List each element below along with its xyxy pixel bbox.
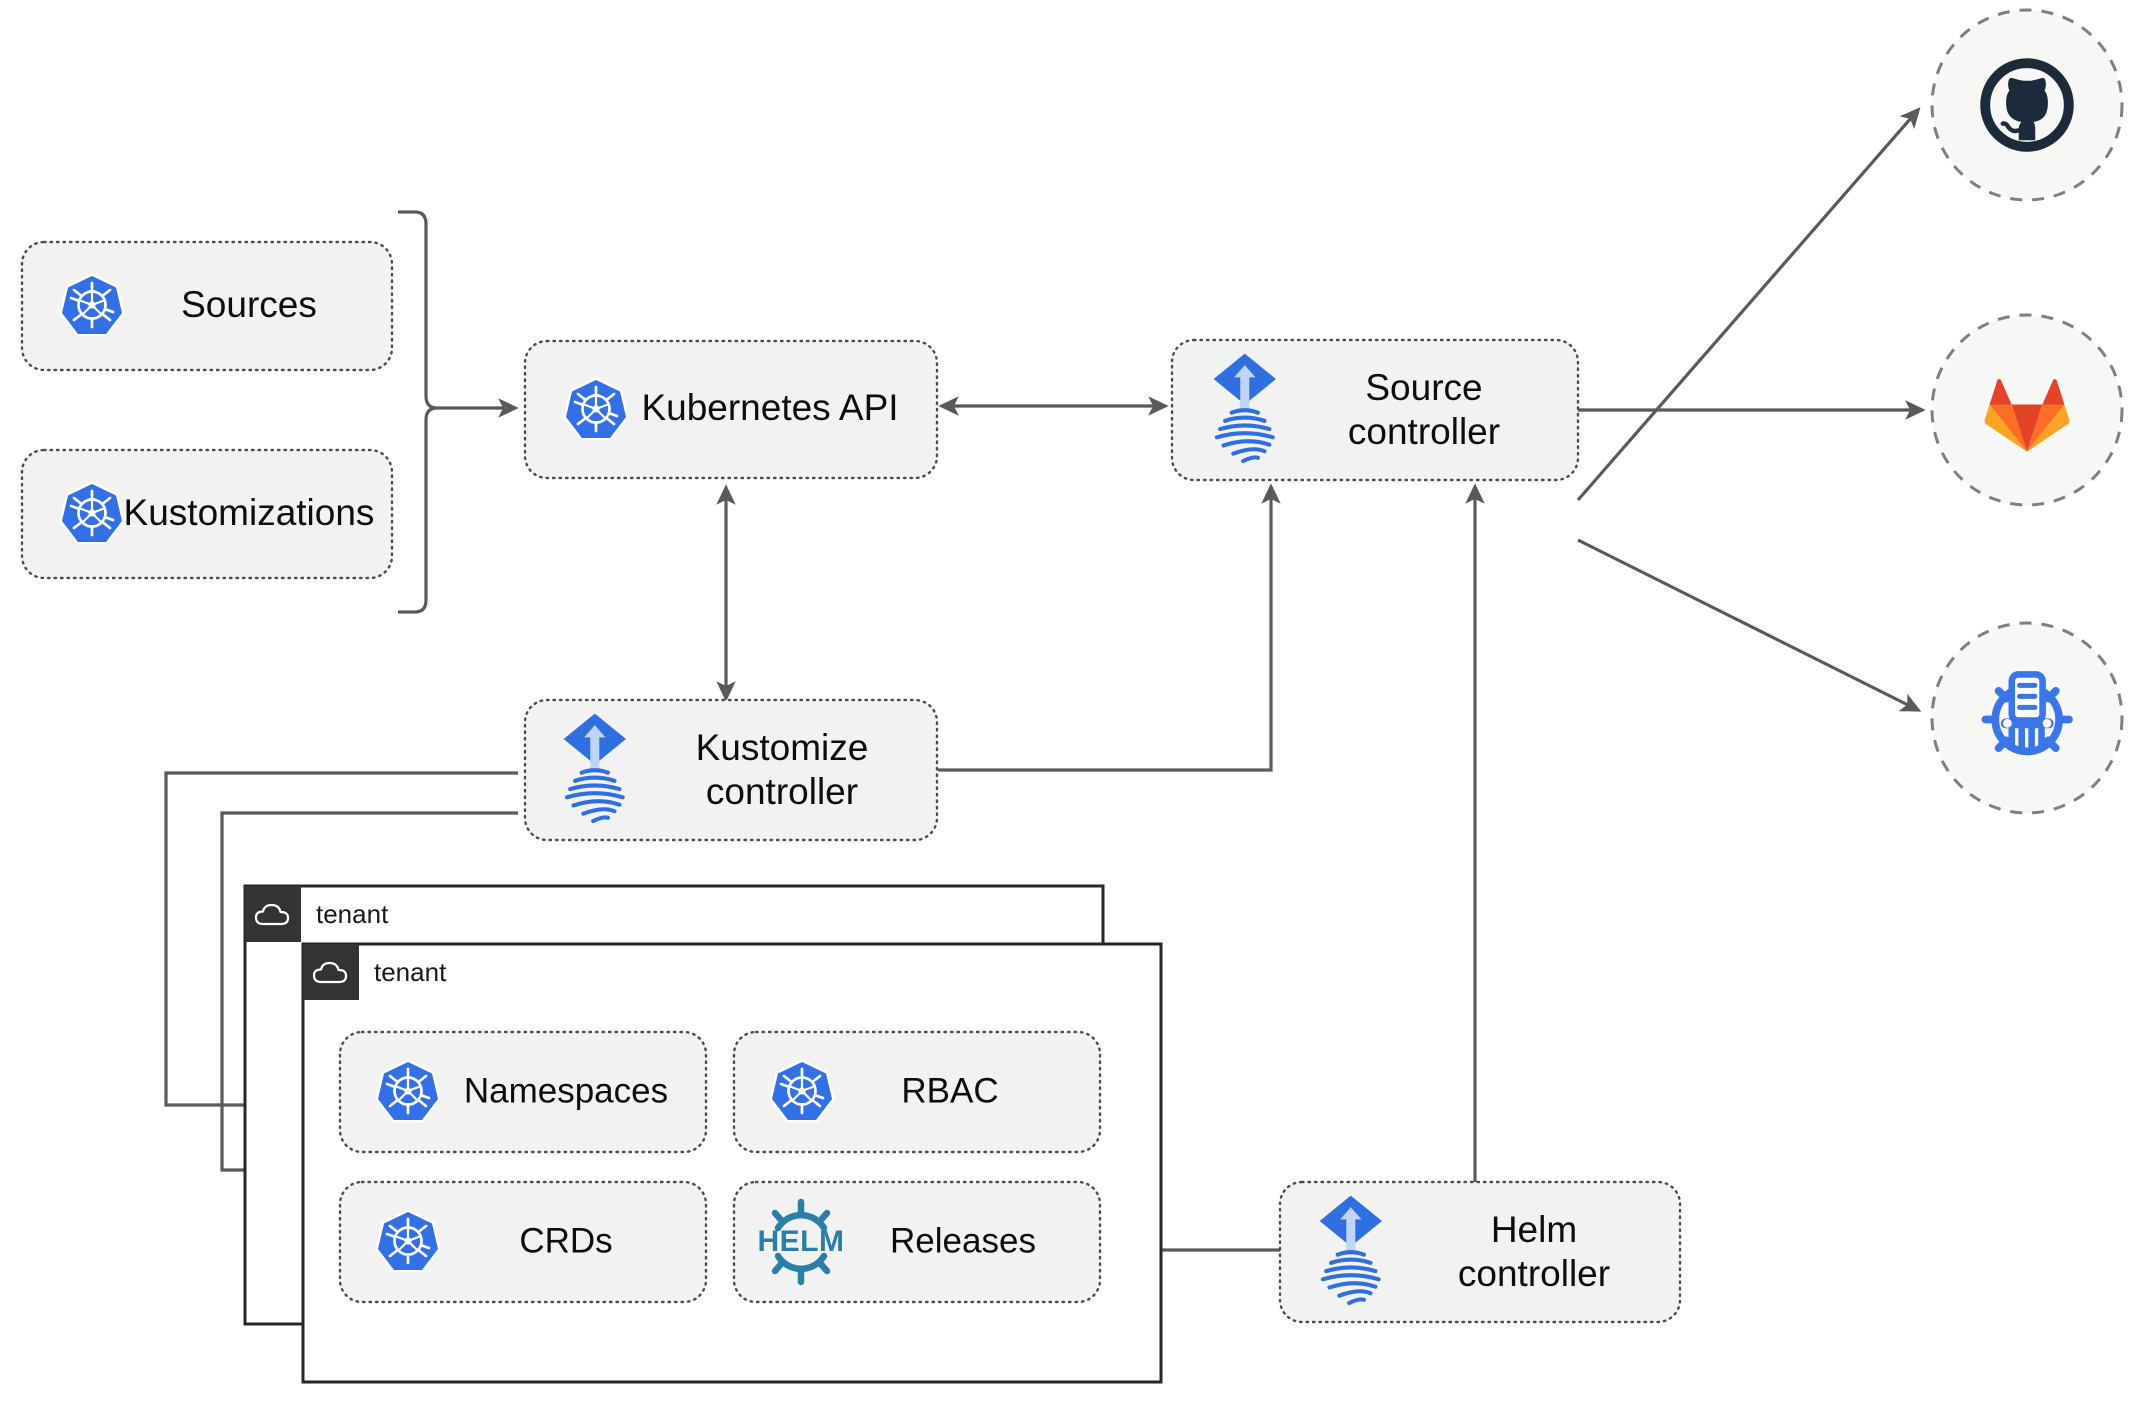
tenant-label-front: tenant: [374, 957, 447, 987]
kubernetes-icon: [62, 276, 122, 334]
node-kubernetes-api[interactable]: Kubernetes API: [523, 339, 939, 480]
resource-box-kustomizations[interactable]: Kustomizations: [20, 448, 394, 580]
tenant-resource-namespaces[interactable]: Namespaces: [338, 1030, 708, 1154]
kubernetes-icon: [566, 380, 626, 438]
kubernetes-icon: [378, 1212, 438, 1270]
tenant-resource-releases[interactable]: HELM Releases: [732, 1180, 1102, 1304]
resource-box-sources[interactable]: Sources: [20, 240, 394, 372]
tenant-resource-label-crds: CRDs: [519, 1221, 612, 1260]
tenant-resource-label-namespaces: Namespaces: [464, 1071, 668, 1110]
node-kustomize-controller[interactable]: Kustomize controller: [523, 698, 939, 842]
cloud-icon: [312, 961, 348, 984]
repository-helm[interactable]: [1930, 621, 2124, 815]
helm-icon-text: HELM: [758, 1225, 845, 1258]
node-label-helm-controller-line1: Helm: [1491, 1209, 1577, 1250]
node-helm-controller[interactable]: Helm controller: [1278, 1180, 1682, 1324]
tenant-tab-back: [245, 886, 301, 942]
node-label-helm-controller-line2: controller: [1458, 1253, 1610, 1294]
node-label-kustomize-controller-line2: controller: [706, 771, 858, 812]
resource-label-kustomizations: Kustomizations: [124, 492, 375, 533]
node-label-kustomize-controller-line1: Kustomize: [696, 727, 869, 768]
tenant-resource-rbac[interactable]: RBAC: [732, 1030, 1102, 1154]
repository-github[interactable]: [1930, 8, 2124, 202]
connector-source-controller-to-github: [1576, 107, 1921, 502]
tenant-resource-crds[interactable]: CRDs: [338, 1180, 708, 1304]
connector-kustomize-to-source-controller: [938, 483, 1281, 772]
node-source-controller[interactable]: Source controller: [1170, 338, 1580, 482]
helm-icon: HELM: [758, 1202, 845, 1282]
tenant-label-back: tenant: [316, 899, 389, 929]
tenant-resource-label-releases: Releases: [890, 1221, 1036, 1260]
node-label-source-controller-line2: controller: [1348, 411, 1500, 452]
repository-gitlab[interactable]: [1930, 313, 2124, 507]
kubernetes-icon: [772, 1062, 832, 1120]
kubernetes-icon: [378, 1062, 438, 1120]
resource-label-sources: Sources: [181, 284, 317, 325]
connector-source-controller-to-helm-repository: [1577, 538, 1922, 712]
kubernetes-icon: [62, 484, 122, 542]
tenant-container-front[interactable]: tenant: [301, 942, 1163, 1384]
tenant-tab-front: [303, 944, 359, 1000]
node-label-source-controller-line1: Source: [1365, 367, 1482, 408]
node-label-kubernetes-api: Kubernetes API: [641, 387, 898, 428]
cloud-icon: [254, 903, 290, 926]
tenant-resource-label-rbac: RBAC: [901, 1071, 998, 1110]
